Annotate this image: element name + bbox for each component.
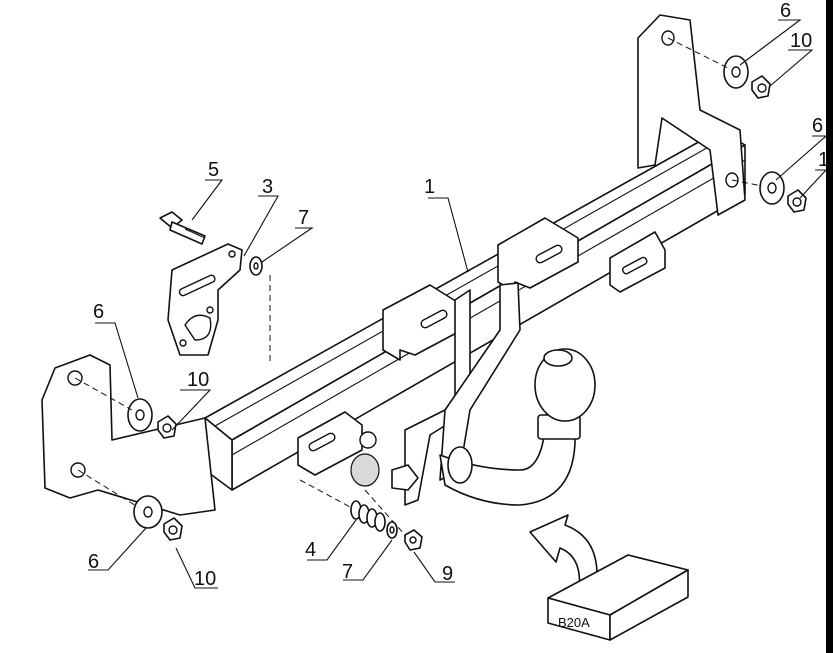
washer-6-right [759, 171, 785, 205]
nut-10-left-upper [157, 415, 177, 439]
nut-10-top [751, 75, 771, 99]
nut-10-right [787, 189, 807, 213]
spring-part-4 [350, 500, 386, 532]
right-side-bracket [637, 14, 746, 216]
callout-9: 9 [442, 563, 453, 585]
page-edge-band [826, 0, 833, 653]
left-side-bracket [41, 354, 216, 516]
bolt-part-5 [159, 211, 206, 245]
tow-hook-assembly [359, 282, 596, 506]
install-direction-arrow [529, 514, 598, 599]
callout-4: 4 [305, 539, 316, 561]
washer-6-left-upper [127, 398, 153, 432]
callout-6-top: 6 [780, 0, 791, 22]
washer-6-left-lower [133, 495, 163, 529]
callout-10-top: 10 [790, 30, 812, 52]
b20a-label: B20A [558, 615, 590, 630]
callout-7-plate: 7 [298, 207, 309, 229]
callout-3: 3 [262, 176, 273, 198]
assembly-lines [74, 37, 763, 536]
callout-10-left-lower: 10 [194, 568, 216, 590]
callout-7-bottom: 7 [342, 561, 353, 583]
b20a-box: B20A [547, 554, 689, 641]
callout-6-left-upper: 6 [93, 301, 104, 323]
socket-plate-part-3 [167, 243, 243, 356]
callout-10-left-upper: 10 [187, 369, 209, 391]
beam-tabs [297, 217, 666, 476]
washer-7-plate [249, 256, 263, 276]
nut-10-left-lower [163, 517, 183, 541]
callout-6-left-lower: 6 [88, 551, 99, 573]
callout-1: 1 [424, 176, 435, 198]
washer-7-bottom [386, 521, 398, 539]
callout-6-right: 6 [812, 115, 823, 137]
leader-lines [88, 19, 828, 589]
nut-9 [404, 529, 423, 551]
main-cross-beam [204, 129, 746, 491]
washer-6-top [723, 55, 749, 89]
electrical-socket [350, 453, 380, 487]
callout-5: 5 [208, 159, 219, 181]
callout-10-right: 1 [818, 149, 829, 171]
